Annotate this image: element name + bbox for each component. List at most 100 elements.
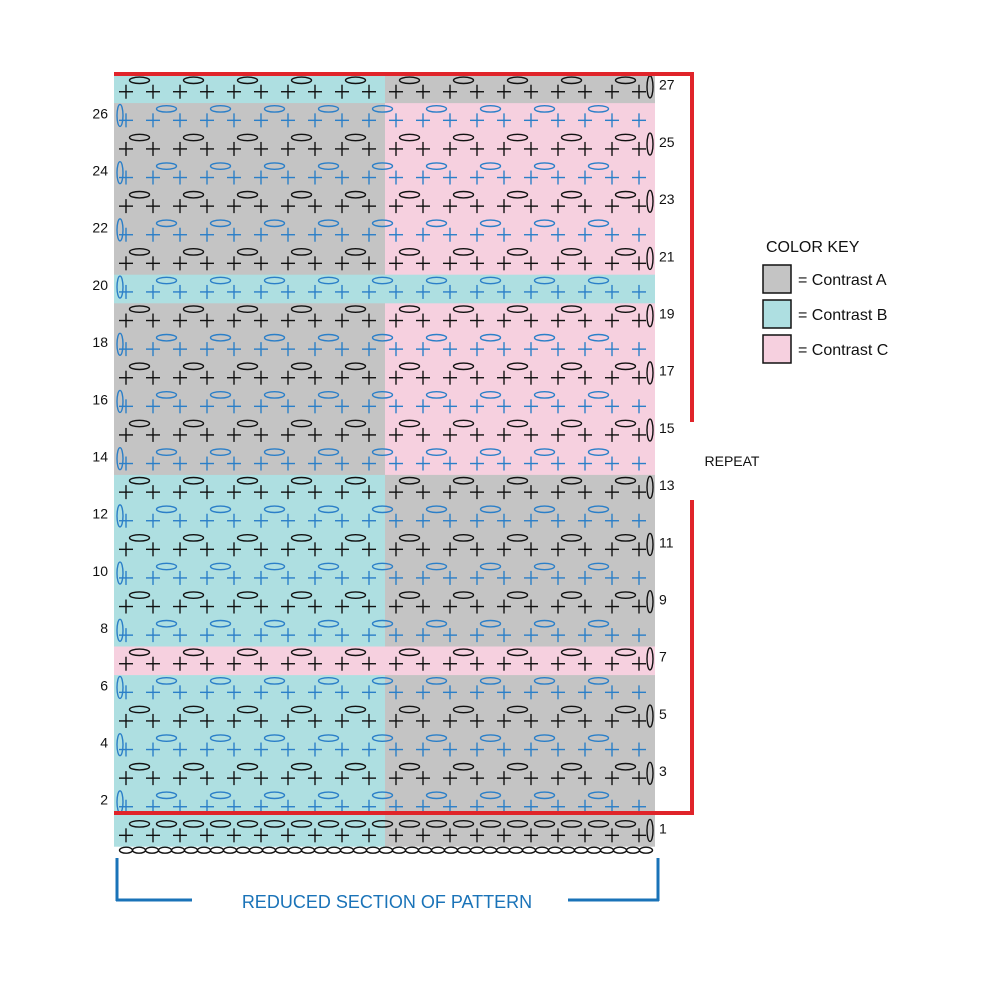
oval-chain-icon: [209, 676, 232, 685]
oval-chain-icon: [398, 533, 421, 542]
oval-chain-icon: [236, 705, 259, 714]
oval-chain-icon: [157, 846, 173, 854]
oval-chain-icon: [182, 705, 205, 714]
cell-row-26-right: [385, 102, 655, 132]
oval-chain-icon: [614, 305, 637, 313]
oval-chain-icon: [236, 305, 259, 313]
row-number-5: 5: [659, 706, 667, 722]
cell-row-15-left: [114, 417, 385, 447]
oval-chain-icon: [128, 591, 151, 599]
oval-chain-icon: [533, 219, 556, 228]
oval-chain-icon: [236, 362, 259, 371]
oval-chain-icon: [533, 819, 556, 828]
oval-chain-icon: [456, 846, 472, 854]
cell-row-16-right: [385, 388, 655, 418]
oval-chain-icon: [560, 476, 583, 485]
oval-chain-icon: [300, 846, 316, 854]
oval-chain-icon: [128, 705, 151, 714]
oval-chain-icon: [274, 846, 290, 854]
stitch-row-4: [116, 732, 646, 757]
oval-chain-icon: [425, 104, 448, 113]
oval-chain-icon: [128, 362, 151, 371]
row-number-27: 27: [659, 77, 675, 93]
cell-row-20-right: [385, 274, 655, 304]
key-swatch-contrast_a: [762, 264, 792, 294]
oval-chain-icon: [209, 448, 232, 456]
oval-chain-icon: [506, 190, 529, 199]
oval-chain-icon: [614, 190, 637, 199]
oval-chain-icon: [263, 390, 286, 399]
oval-chain-icon: [587, 734, 610, 742]
oval-chain-icon: [625, 846, 641, 854]
oval-chain-icon: [182, 247, 205, 256]
oval-chain-icon: [425, 333, 448, 342]
reduced-section-bracket: [115, 858, 660, 902]
vertical-oval-icon: [646, 246, 654, 271]
cell-row-1-right: [385, 817, 655, 847]
cell-row-20-left: [114, 274, 385, 304]
oval-chain-icon: [560, 247, 583, 256]
oval-chain-icon: [398, 362, 421, 371]
row-number-6: 6: [100, 677, 108, 693]
oval-chain-icon: [398, 190, 421, 199]
vertical-oval-icon: [116, 675, 124, 700]
oval-chain-icon: [263, 104, 286, 113]
cell-row-12-left: [114, 503, 385, 533]
oval-chain-icon: [533, 734, 556, 742]
oval-chain-icon: [425, 562, 448, 571]
oval-chain-icon: [344, 247, 367, 256]
oval-chain-icon: [209, 562, 232, 571]
oval-chain-icon: [290, 419, 313, 428]
oval-chain-icon: [452, 247, 475, 256]
oval-chain-icon: [614, 648, 637, 657]
oval-chain-icon: [155, 276, 178, 285]
row-number-1: 1: [659, 820, 667, 836]
vertical-oval-icon: [646, 361, 654, 385]
oval-chain-icon: [533, 562, 556, 571]
oval-chain-icon: [479, 448, 502, 456]
oval-chain-icon: [317, 791, 340, 800]
oval-chain-icon: [344, 476, 367, 485]
oval-chain-icon: [209, 846, 225, 854]
stitch-row-15: [119, 418, 654, 442]
oval-chain-icon: [533, 276, 556, 285]
oval-chain-icon: [155, 448, 178, 456]
oval-chain-icon: [209, 819, 232, 828]
oval-chain-icon: [182, 362, 205, 371]
cell-row-14-right: [385, 445, 655, 475]
oval-chain-icon: [587, 505, 610, 514]
oval-chain-icon: [317, 819, 340, 828]
oval-chain-icon: [128, 762, 151, 771]
oval-chain-icon: [425, 219, 448, 228]
vertical-oval-icon: [646, 647, 654, 671]
oval-chain-icon: [506, 762, 529, 771]
oval-chain-icon: [533, 619, 556, 628]
oval-chain-icon: [398, 76, 421, 85]
color-blocks: [114, 74, 655, 847]
oval-chain-icon: [452, 133, 475, 142]
oval-chain-icon: [344, 419, 367, 428]
cell-row-6-right: [385, 674, 655, 704]
oval-chain-icon: [479, 676, 502, 685]
oval-chain-icon: [371, 162, 394, 170]
oval-chain-icon: [236, 190, 259, 199]
vertical-oval-icon: [116, 218, 124, 242]
cell-row-12-right: [385, 503, 655, 533]
oval-chain-icon: [614, 476, 637, 485]
oval-chain-icon: [587, 791, 610, 800]
oval-chain-icon: [533, 505, 556, 514]
oval-chain-icon: [614, 762, 637, 771]
row-number-23: 23: [659, 191, 675, 207]
oval-chain-icon: [587, 448, 610, 456]
cell-row-7-right: [385, 646, 655, 676]
stitch-row-9: [119, 589, 654, 614]
oval-chain-icon: [638, 846, 654, 854]
stitch-row-22: [116, 218, 646, 242]
oval-chain-icon: [587, 104, 610, 113]
cell-row-6-left: [114, 674, 385, 704]
oval-chain-icon: [452, 591, 475, 599]
cell-row-18-left: [114, 331, 385, 361]
oval-chain-icon: [425, 276, 448, 285]
oval-chain-icon: [371, 562, 394, 571]
